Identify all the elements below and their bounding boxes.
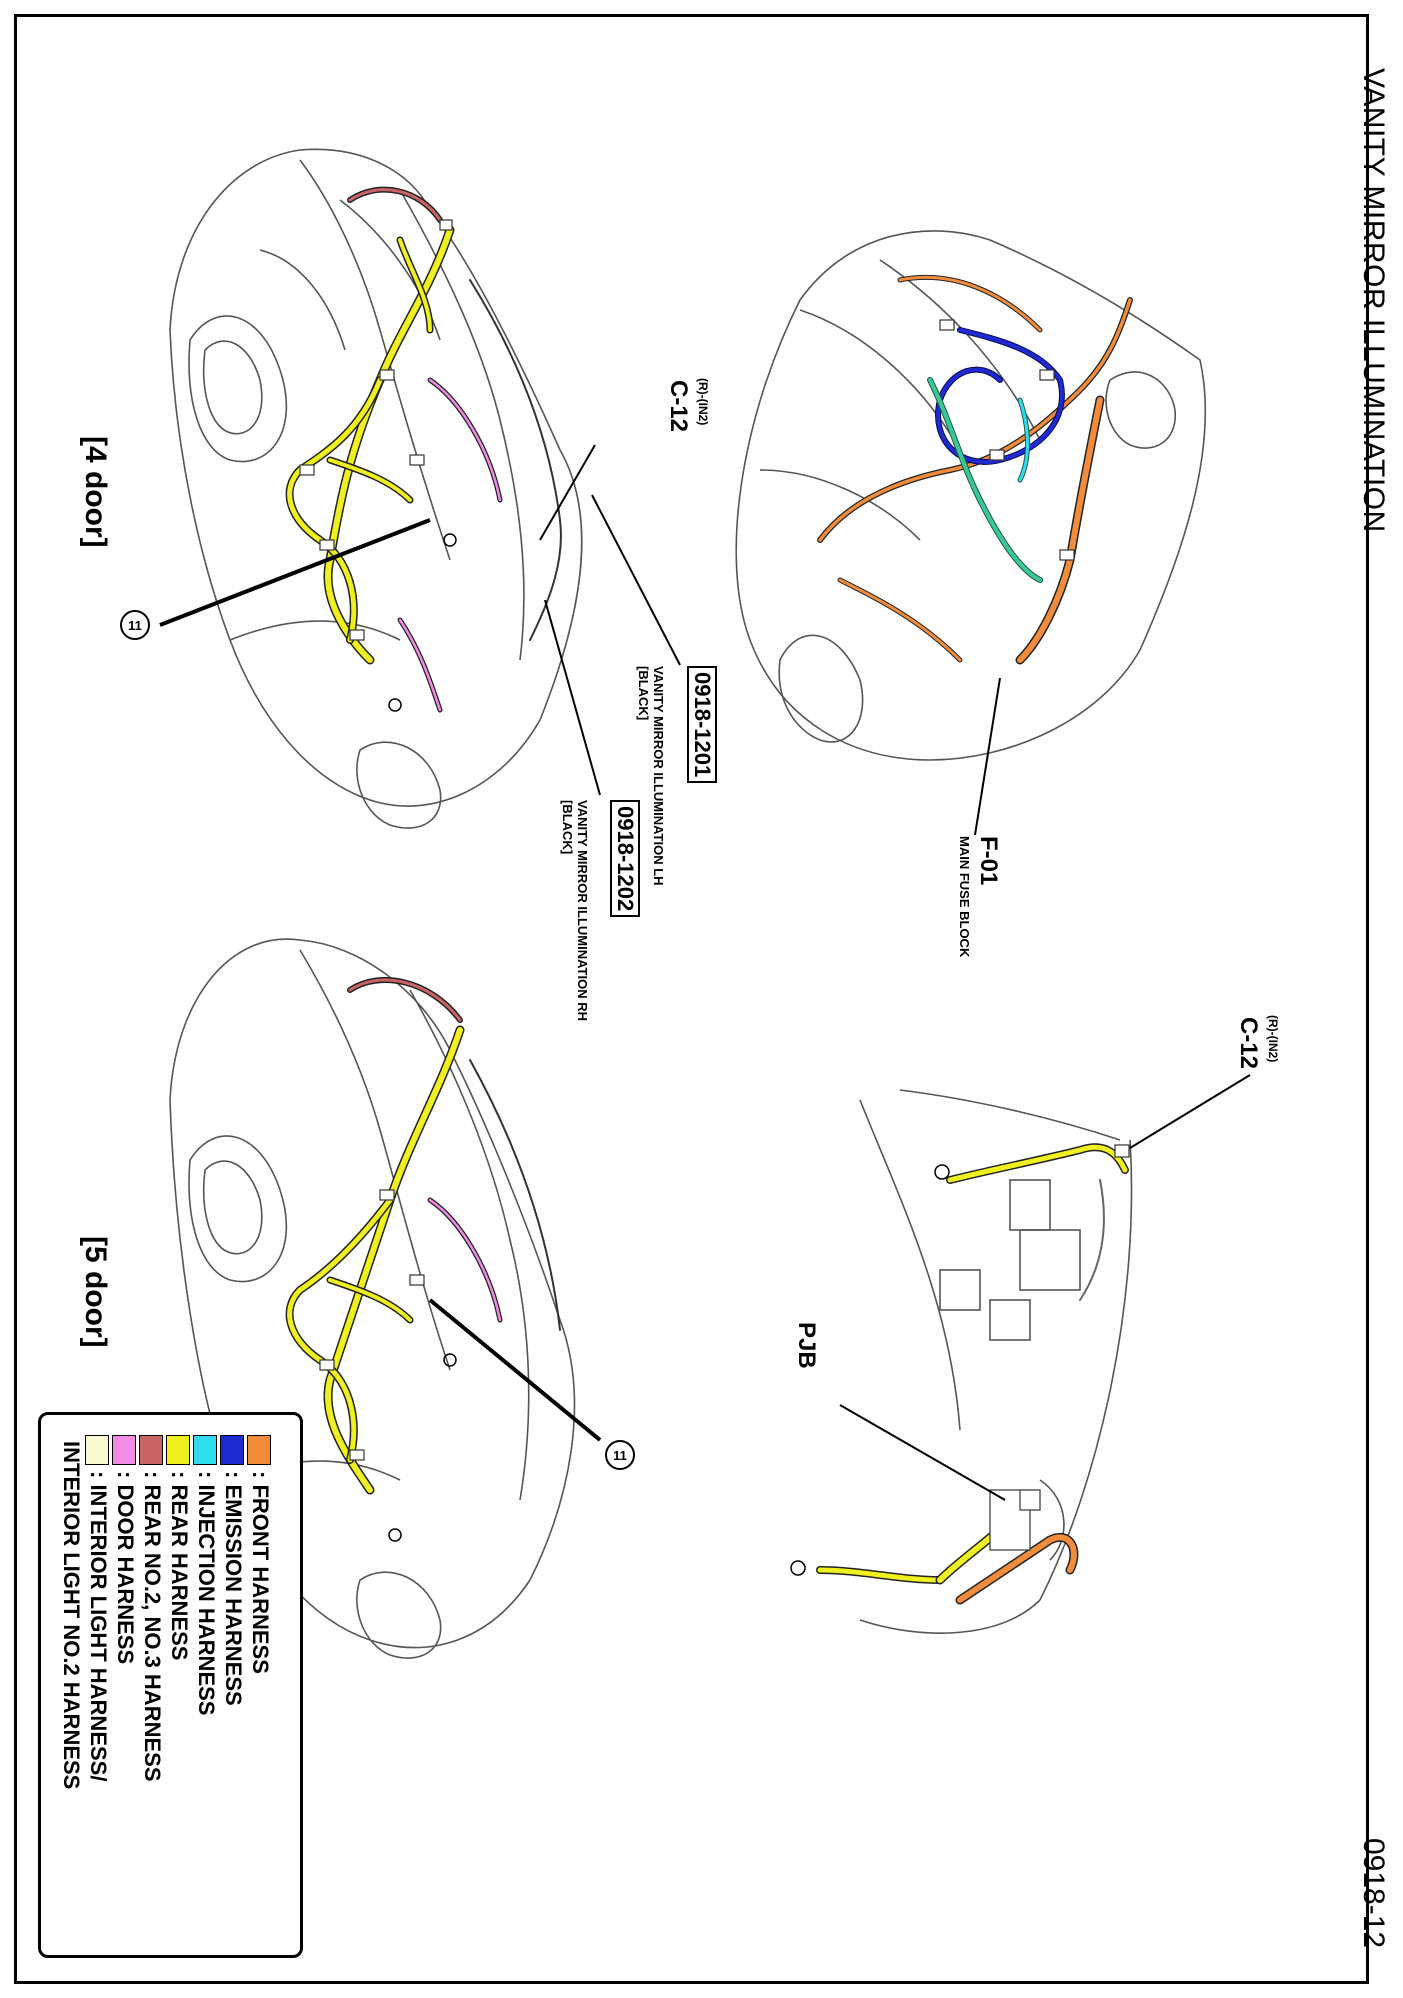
connector-0918-1201: 0918-1201 [687,666,717,784]
interior-light-harness-5-door [469,1059,561,1331]
front-harness-detail [955,1532,1079,1605]
connector-f01-desc: MAIN FUSE BLOCK [957,836,972,958]
harness-legend: : FRONT HARNESS: EMISSION HARNESS: INJEC… [38,1412,303,1958]
legend-label: : REAR HARNESS [167,1471,192,1661]
legend-label: : INTERIOR LIGHT HARNESS/ [86,1471,111,1782]
connector-pjb-code: PJB [793,1322,820,1369]
interior-light-harness-4-door [469,279,562,641]
page-title: VANITY MIRROR ILLUMINATION [1357,68,1390,533]
legend-label: : EMISSION HARNESS [221,1471,246,1706]
ground-points [388,533,950,1576]
view-label-4-door: [4 door] [79,436,112,548]
connector-0918-1202-desc: VANITY MIRROR ILLUMINATION RH[BLACK] [560,800,590,1021]
view-label-5-door: [5 door] [79,1236,112,1348]
legend-label: : INJECTION HARNESS [194,1471,219,1716]
legend-swatch [85,1435,109,1465]
engine-bay-outline [735,230,1207,761]
legend-swatch [139,1435,163,1465]
legend-swatch [166,1435,190,1465]
connector-c12-superscript: (R)-(IN2) [696,378,710,426]
connector-f01-code: F-01 [975,836,1002,886]
car-outline-4-door [169,148,583,829]
legend-label: : DOOR HARNESS [113,1471,138,1665]
door-harness-4-door [427,377,503,503]
connector-c12-code: C-12 [665,380,692,433]
leader-lines [159,444,1251,1501]
connector-c12-detail-code: C-12 [1235,1017,1262,1070]
rear-harness-5-door [285,1025,465,1495]
page-number: 0918-12 [1357,1838,1390,1949]
rear-no2-harness-5-door [347,977,463,1023]
rear-harness-4-door [285,225,455,665]
callout-4-door: 11 [120,610,150,640]
legend-swatch [193,1435,217,1465]
connector-0918-1201-desc: VANITY MIRROR ILLUMINATION LH[BLACK] [636,666,666,886]
connector-c12-detail-superscript: (R)-(IN2) [1266,1015,1280,1063]
legend-label: : REAR NO.2, NO.3 HARNESS [140,1471,165,1782]
legend-swatch [247,1435,271,1465]
door-harness-5-door [427,1197,503,1323]
legend-label-continuation: INTERIOR LIGHT NO.2 HARNESS [59,1441,84,1790]
rear-harness-detail [816,1143,1129,1585]
legend-label: : FRONT HARNESS [248,1471,273,1674]
harness-connectors [299,219,1130,1551]
connector-0918-1202: 0918-1202 [610,800,640,918]
legend-swatch [220,1435,244,1465]
injection-harness-engine [927,377,1043,583]
legend-swatch [112,1435,136,1465]
interior-light-harness-detail [1079,1179,1105,1301]
interior-detail-outline [859,1089,1133,1634]
page-frame [14,14,1369,1984]
callout-5-door: 11 [605,1440,635,1470]
